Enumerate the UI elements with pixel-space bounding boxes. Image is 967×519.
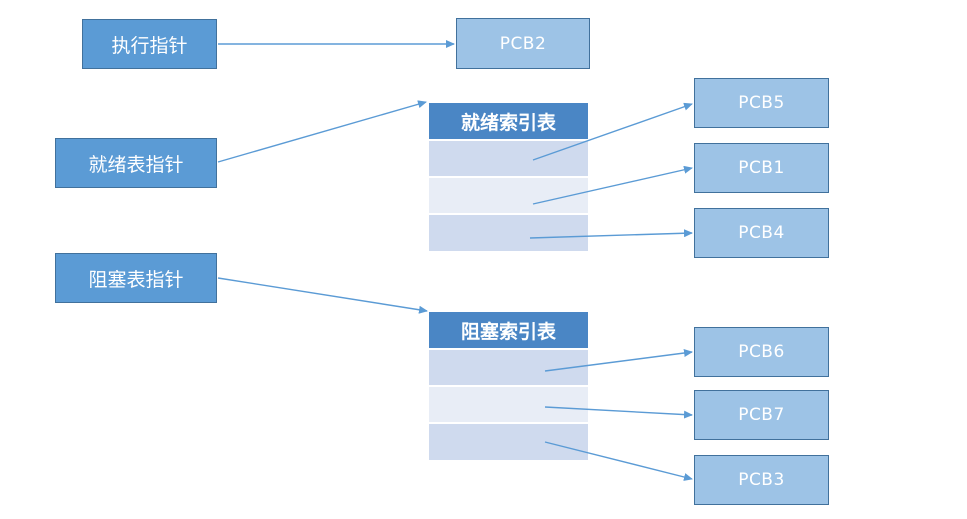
- pcb7-label: PCB7: [738, 405, 785, 425]
- ready-index-row-1: [429, 141, 588, 176]
- blocked-index-row-2: [429, 387, 588, 422]
- pcb4-box: PCB4: [694, 208, 829, 258]
- exec-pointer-label: 执行指针: [111, 34, 188, 57]
- ready-table-pointer-label: 就绪表指针: [88, 153, 184, 176]
- blocked-table-pointer-box: 阻塞表指针: [55, 253, 217, 303]
- pcb2-box: PCB2: [456, 18, 590, 69]
- blocked-table-pointer-label: 阻塞表指针: [88, 268, 184, 291]
- pcb7-box: PCB7: [694, 390, 829, 440]
- pcb3-label: PCB3: [738, 470, 785, 490]
- pcb5-box: PCB5: [694, 78, 829, 128]
- blocked-index-table-title: 阻塞索引表: [460, 320, 556, 343]
- pcb6-box: PCB6: [694, 327, 829, 377]
- arrow-ready-pointer-to-ready-table: [217, 100, 427, 163]
- pcb6-label: PCB6: [738, 342, 785, 362]
- ready-table-pointer-box: 就绪表指针: [55, 138, 217, 188]
- arrow-blocked-pointer-to-blocked-table: [217, 277, 428, 314]
- ready-index-table-title: 就绪索引表: [460, 111, 556, 134]
- exec-pointer-box: 执行指针: [82, 19, 217, 69]
- pcb5-label: PCB5: [738, 93, 785, 113]
- blocked-index-row-1: [429, 350, 588, 385]
- pcb1-label: PCB1: [738, 158, 785, 178]
- ready-index-row-3: [429, 215, 588, 251]
- pcb2-label: PCB2: [499, 33, 547, 54]
- pcb4-label: PCB4: [738, 223, 785, 243]
- blocked-index-table-header: 阻塞索引表: [429, 312, 588, 348]
- pcb1-box: PCB1: [694, 143, 829, 193]
- ready-index-table-header: 就绪索引表: [429, 103, 588, 139]
- blocked-index-row-3: [429, 424, 588, 460]
- ready-index-row-2: [429, 178, 588, 213]
- pcb3-box: PCB3: [694, 455, 829, 505]
